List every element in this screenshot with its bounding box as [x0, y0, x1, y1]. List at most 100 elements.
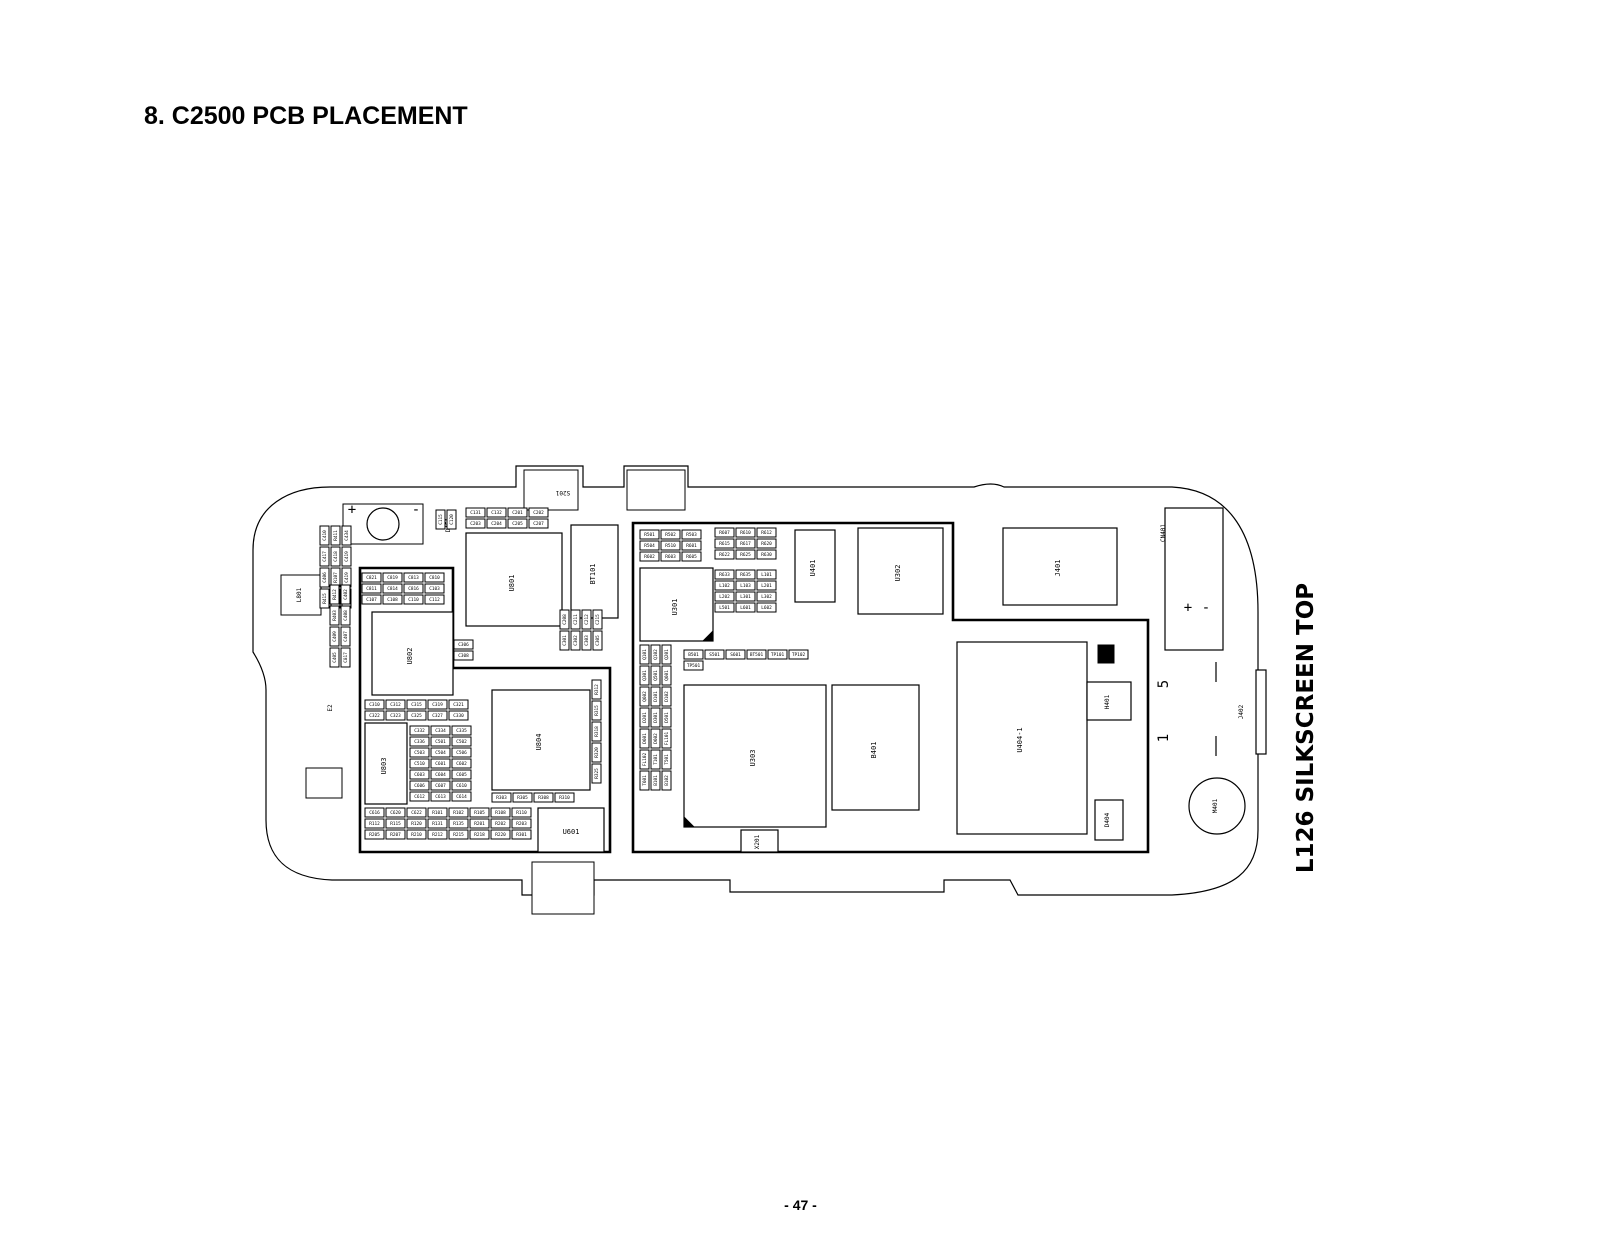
component-label: R633	[719, 572, 730, 578]
component-label: C817	[343, 652, 349, 663]
component-pad	[639, 540, 660, 551]
component-label: R415	[322, 593, 328, 604]
component-label: C203	[470, 521, 481, 527]
component-pad	[735, 602, 756, 613]
label-e2: E2	[327, 704, 334, 712]
component-label: R110	[516, 810, 527, 816]
component-label: R303	[496, 795, 507, 801]
component-pad	[661, 665, 672, 686]
component-label: C115	[438, 514, 444, 525]
component-pad	[511, 818, 532, 829]
chip-d404	[1094, 799, 1124, 841]
component-pad	[639, 749, 650, 770]
component-label: D501	[664, 712, 670, 723]
component-pad	[735, 527, 756, 538]
component-pad	[448, 818, 469, 829]
component-pad	[725, 649, 746, 660]
label-x201: X201	[754, 834, 761, 849]
component-pad	[554, 792, 575, 803]
component-label: R212	[432, 832, 443, 838]
component-label: C334	[435, 728, 446, 734]
component-label: C407	[343, 631, 349, 642]
component-label: C821	[366, 575, 377, 581]
chip-h401	[1086, 681, 1132, 721]
component-label: C108	[387, 597, 398, 603]
component-label: L103	[740, 583, 751, 589]
component-pad	[427, 807, 448, 818]
component-pad	[451, 747, 472, 758]
component-pad	[427, 818, 448, 829]
component-label: R602	[644, 554, 655, 560]
label-d404: D404	[1104, 812, 1111, 827]
component-label: C204	[491, 521, 502, 527]
component-pad	[385, 829, 406, 840]
component-pad	[448, 710, 469, 721]
component-label: TP102	[792, 652, 806, 658]
component-pad	[409, 725, 430, 736]
component-pad	[465, 518, 486, 529]
component-pad	[512, 792, 533, 803]
component-label: C605	[456, 772, 467, 778]
component-label: C330	[453, 713, 464, 719]
component-label: C613	[435, 794, 446, 800]
component-label: R102	[453, 810, 464, 816]
component-pad	[403, 583, 424, 594]
component-label: C816	[408, 586, 419, 592]
component-label: R615	[719, 541, 730, 547]
component-label: R312	[594, 684, 600, 695]
component-label: R201	[474, 821, 485, 827]
chip-u804	[491, 689, 591, 791]
component-pad	[427, 699, 448, 710]
component-label: C622	[411, 810, 422, 816]
component-pad	[329, 647, 340, 668]
component-pad	[406, 699, 427, 710]
battery-plus-marker: +	[1184, 600, 1192, 616]
component-pad	[681, 540, 702, 551]
component-label: R625	[740, 552, 751, 558]
component-pad	[364, 699, 385, 710]
chip-u303	[683, 684, 827, 828]
component-pad	[424, 583, 445, 594]
component-pad	[581, 609, 592, 630]
component-label: C409	[332, 631, 338, 642]
component-pad	[364, 807, 385, 818]
component-label: R220	[495, 832, 506, 838]
component-label: C112	[429, 597, 440, 603]
component-pad	[528, 507, 549, 518]
component-label: C215	[595, 614, 601, 625]
vibrator-pad	[305, 767, 343, 799]
component-pad	[591, 679, 602, 700]
component-pad	[661, 686, 672, 707]
component-pad	[382, 583, 403, 594]
component-pad	[756, 538, 777, 549]
component-label: D602	[653, 733, 659, 744]
component-pad	[427, 710, 448, 721]
component-pad	[650, 686, 661, 707]
component-label: C319	[432, 702, 443, 708]
component-pad	[683, 649, 704, 660]
component-pad	[650, 728, 661, 749]
component-label: T501	[664, 754, 670, 765]
component-pad	[330, 546, 341, 567]
battery-connector	[1164, 507, 1224, 651]
component-label: C208	[562, 614, 568, 625]
component-pad	[650, 644, 661, 665]
component-label: R207	[390, 832, 401, 838]
component-label: C323	[390, 713, 401, 719]
component-pad	[735, 538, 756, 549]
component-pad	[364, 818, 385, 829]
label-u301: U301	[671, 599, 679, 616]
component-pad	[507, 507, 528, 518]
component-label: S601	[730, 652, 741, 658]
chip-j401	[1002, 527, 1118, 606]
component-label: R310	[559, 795, 570, 801]
component-pad	[451, 725, 472, 736]
component-label: C335	[456, 728, 467, 734]
coin-cell-minus-marker: -	[412, 502, 420, 518]
component-label: S501	[709, 652, 720, 658]
component-label: C616	[369, 810, 380, 816]
component-pad	[756, 569, 777, 580]
component-pad	[329, 626, 340, 647]
